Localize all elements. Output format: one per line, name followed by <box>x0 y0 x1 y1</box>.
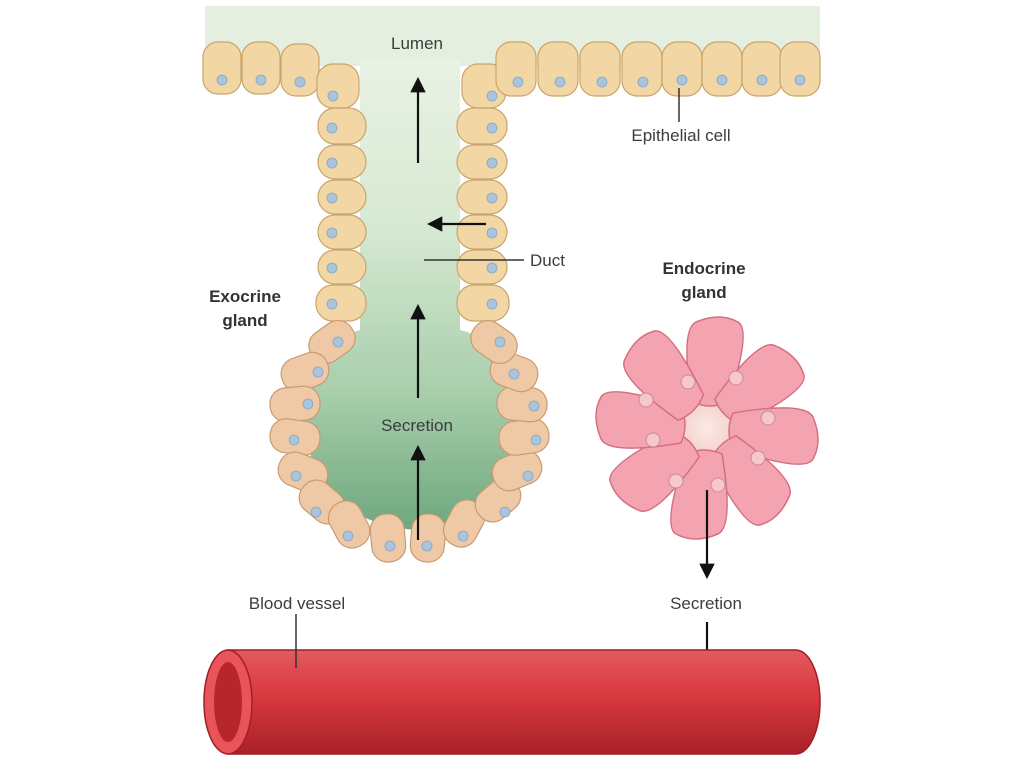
endocrine-gland <box>595 316 819 540</box>
exocrine-gland-label-line1: Exocrine <box>209 287 281 306</box>
endocrine-gland-label-line1: Endocrine <box>662 259 745 278</box>
blood-vessel <box>203 649 821 755</box>
secretory-acinus <box>269 319 550 563</box>
duct-label: Duct <box>530 251 565 270</box>
exocrine-gland-label-line2: gland <box>222 311 267 330</box>
epithelial-cell-label: Epithelial cell <box>631 126 730 145</box>
surface-epithelium-left <box>202 41 360 109</box>
endocrine-gland-label-line2: gland <box>681 283 726 302</box>
lumen-label: Lumen <box>391 34 443 53</box>
duct-wall-left <box>315 107 367 322</box>
endocrine-secretion-label: Secretion <box>670 594 742 613</box>
exocrine-secretion-label: Secretion <box>381 416 453 435</box>
blood-vessel-label: Blood vessel <box>249 594 345 613</box>
duct-lumen <box>305 60 520 530</box>
surface-epithelium-right <box>461 41 821 109</box>
duct-wall-right <box>456 107 510 322</box>
